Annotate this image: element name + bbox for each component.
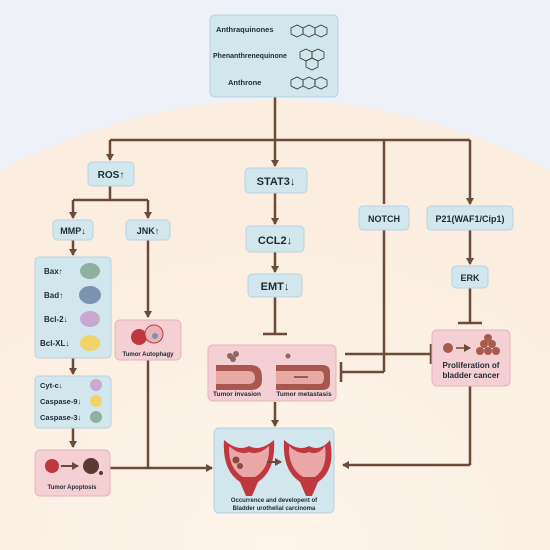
cell-cluster-icon: [476, 334, 500, 355]
protein-box-1: Bax↑ Bad↑ Bcl-2↓ Bcl-XL↓: [34, 256, 112, 359]
protein-dot-icon: [90, 395, 102, 407]
node-emt: EMT↓: [247, 273, 303, 298]
protein-cytc: Cyt-c↓: [40, 381, 63, 390]
occurrence-label-2: Bladder urothelial carcinoma: [233, 506, 316, 512]
occurrence-box: Occurrence and developent of Bladder uro…: [213, 427, 335, 514]
node-notch: NOTCH: [358, 205, 410, 231]
node-erk-label: ERK: [460, 273, 480, 283]
node-notch-label: NOTCH: [368, 214, 400, 224]
apoptosis-label: Tumor Apoptosis: [48, 485, 98, 491]
connectors: [69, 95, 482, 472]
cell-icon: [45, 459, 59, 473]
protein-blob-icon: [80, 335, 100, 351]
node-erk: ERK: [451, 265, 489, 289]
protein-caspase3: Caspase-3↓: [40, 413, 81, 422]
apoptotic-cell-icon: [83, 458, 99, 474]
node-ros-label: ROS↑: [98, 170, 125, 181]
autophagy-box: Tumor Autophagy: [114, 319, 182, 361]
protein-bax: Bax↑: [44, 267, 63, 276]
protein-blob-icon: [80, 263, 100, 279]
node-emt-label: EMT↓: [261, 281, 290, 293]
node-stat3: STAT3↓: [244, 167, 308, 194]
protein-bclxl: Bcl-XL↓: [40, 339, 69, 348]
occurrence-label-1: Occurrence and developent of: [231, 498, 318, 504]
node-jnk-label: JNK↑: [137, 226, 160, 236]
structure-icon: [290, 24, 328, 90]
proliferation-label-2: bladder cancer: [443, 371, 500, 380]
node-ccl2-label: CCL2↓: [258, 235, 292, 247]
compound-anthraquinones: Anthraquinones: [216, 25, 274, 34]
apoptosis-box: Tumor Apoptosis: [34, 449, 111, 497]
node-p21: P21(WAF1/Cip1): [426, 205, 514, 231]
compound-box: Anthraquinones Phenanthrenequinone Anthr…: [209, 14, 339, 98]
node-p21-label: P21(WAF1/Cip1): [435, 214, 504, 224]
metastasis-label: Tumor metastasis: [276, 391, 332, 398]
protein-dot-icon: [90, 379, 102, 391]
node-mmp: MMP↓: [52, 219, 94, 241]
cell-icon: [131, 329, 147, 345]
protein-box-2: Cyt-c↓ Caspase-9↓ Caspase-3↓: [34, 375, 112, 429]
node-jnk: JNK↑: [125, 219, 171, 241]
protein-dot-icon: [90, 411, 102, 423]
invasion-label: Tumor invasion: [213, 391, 261, 398]
invasion-box: Tumor invasion Tumor metastasis: [207, 344, 337, 402]
proliferation-box: Proliferation of bladder cancer: [431, 329, 511, 387]
compound-phenanthrenequinone: Phenanthrenequinone: [213, 53, 287, 60]
protein-caspase9: Caspase-9↓: [40, 397, 81, 406]
node-stat3-label: STAT3↓: [257, 176, 296, 188]
node-ros: ROS↑: [87, 161, 135, 187]
protein-bcl2: Bcl-2↓: [44, 315, 68, 324]
node-ccl2: CCL2↓: [245, 225, 305, 253]
autophagy-label: Tumor Autophagy: [123, 352, 175, 358]
proliferation-label-1: Proliferation of: [443, 361, 500, 370]
compound-anthrone: Anthrone: [228, 78, 261, 87]
protein-bad: Bad↑: [44, 291, 63, 300]
protein-blob-icon: [80, 311, 100, 327]
cell-icon: [443, 343, 453, 353]
protein-blob-icon: [79, 286, 101, 304]
node-mmp-label: MMP↓: [60, 226, 86, 236]
